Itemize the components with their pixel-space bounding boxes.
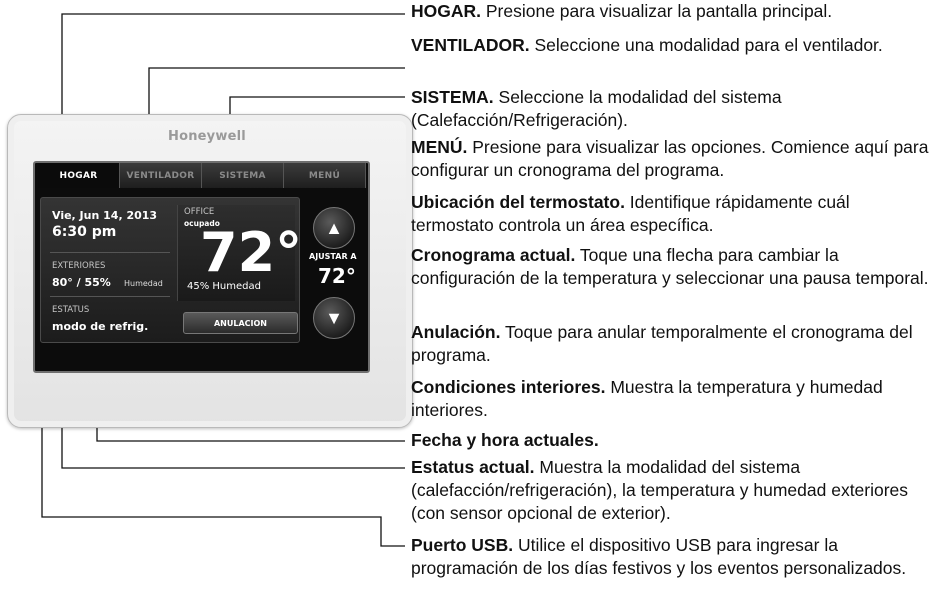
callout-title: Ubicación del termostato. [411,192,625,212]
callout-condiciones: Condiciones interiores. Muestra la tempe… [411,376,931,422]
callout-estatus: Estatus actual. Muestra la modalidad del… [411,456,931,525]
callout-text: Muestra la modalidad del sistema (calefa… [411,457,909,523]
tab-hogar[interactable]: HOGAR [38,163,120,188]
divider [50,296,170,297]
callout-hogar: HOGAR. Presione para visualizar la panta… [411,0,941,23]
tab-sistema[interactable]: SISTEMA [202,163,284,188]
callout-text: Presione para visualizar la pantalla pri… [481,1,833,21]
callout-text: Seleccione una modalidad para el ventila… [529,35,883,55]
up-arrow-icon[interactable]: ▲ [313,207,355,249]
callout-fecha: Fecha y hora actuales. [411,429,931,452]
callout-text: Toque una flecha para cambiar la configu… [411,245,929,288]
exteriores-label: EXTERIORES [52,261,106,271]
callout-text: Seleccione la modalidad del sistema (Cal… [411,87,782,130]
callout-menu: MENÚ. Presione para visualizar las opcio… [411,136,941,182]
callout-title: Fecha y hora actuales. [411,430,599,450]
callout-usb: Puerto USB. Utilice el dispositivo USB p… [411,534,931,580]
brand-logo: Honeywell [168,129,246,144]
current-time: 6:30 pm [52,224,117,240]
estatus-value: modo de refrig. [52,320,149,333]
callout-sistema: SISTEMA. Seleccione la modalidad del sis… [411,86,931,132]
tab-menu[interactable]: MENÚ [284,163,366,188]
callout-ubicacion: Ubicación del termostato. Identifique rá… [411,191,931,237]
thermostat-location: OFFICE [184,207,215,217]
down-arrow-icon[interactable]: ▼ [313,297,355,339]
override-button[interactable]: ANULACION [183,312,298,334]
callout-title: Cronograma actual. [411,245,576,265]
occupancy-status: ocupado [184,219,220,228]
callout-text: Presione para visualizar las opciones. C… [411,137,929,180]
callout-title: Condiciones interiores. [411,377,606,397]
setpoint-temperature: 72° [318,264,356,288]
callout-title: HOGAR. [411,1,481,21]
exteriores-value: 80° / 55% [52,276,111,289]
indoor-temperature: 72° [200,221,303,284]
callout-text: Utilice el dispositivo USB para ingresar… [411,535,907,578]
callout-title: Estatus actual. [411,457,535,477]
indoor-humidity: 45% Humedad [187,281,261,292]
current-date: Vie, Jun 14, 2013 [52,209,158,222]
callout-title: SISTEMA. [411,87,494,107]
exteriores-humedad: Humedad [124,279,163,288]
callout-cronograma: Cronograma actual. Toque una flecha para… [411,244,931,290]
callout-text: Toque para anular temporalmente el crono… [411,322,913,365]
callout-title: Anulación. [411,322,501,342]
callout-title: MENÚ. [411,137,468,157]
callout-text: Identifique rápidamente cuál termostato … [411,192,850,235]
callout-anulacion: Anulación. Toque para anular temporalmen… [411,321,931,367]
set-to-label: AJUSTAR A [309,252,357,261]
tab-ventilador[interactable]: VENTILADOR [120,163,202,188]
indoor-conditions-panel [177,205,295,301]
callout-title: VENTILADOR. [411,35,530,55]
callout-text: Muestra la temperatura y humedad interio… [411,377,883,420]
callout-title: Puerto USB. [411,535,514,555]
callout-ventilador: VENTILADOR. Seleccione una modalidad par… [411,34,931,57]
line-usb [41,427,405,547]
estatus-label: ESTATUS [52,305,90,315]
tab-bar: HOGAR VENTILADOR SISTEMA MENÚ [38,163,366,188]
divider [50,252,170,253]
